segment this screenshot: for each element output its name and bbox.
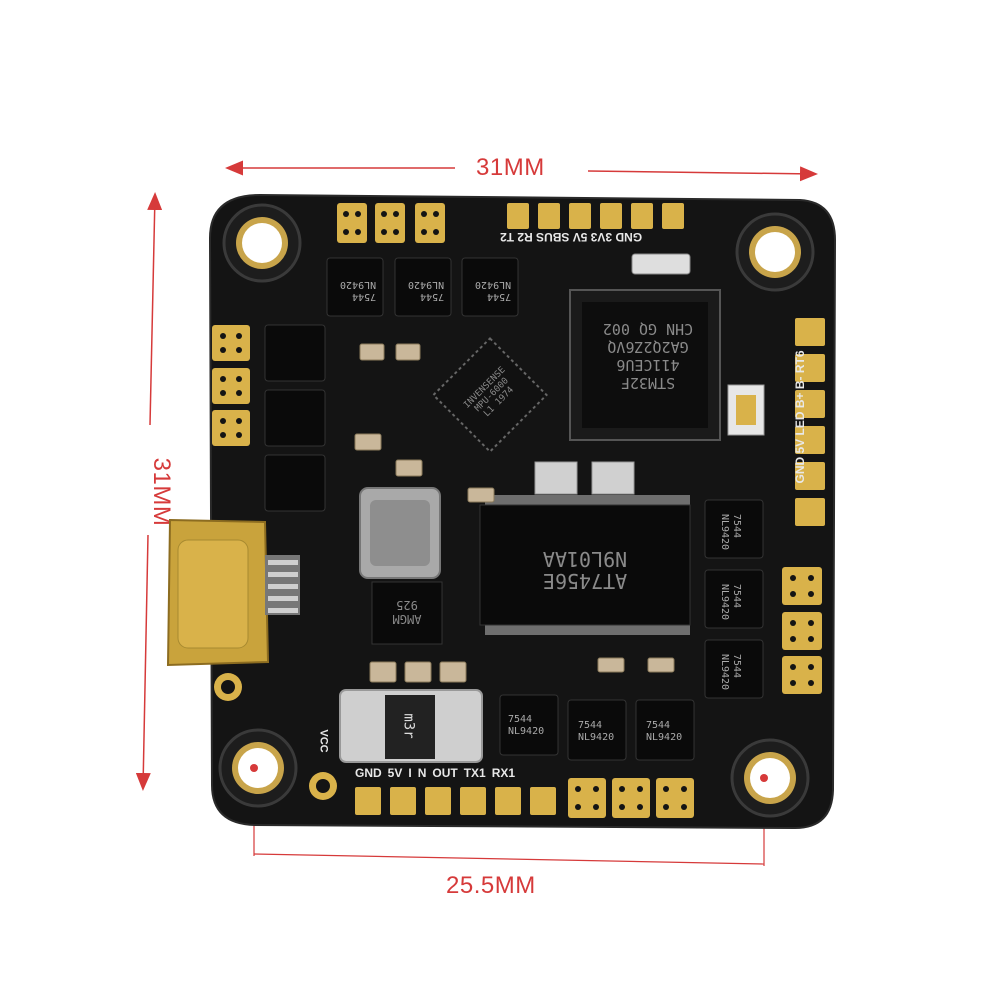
left-solder-pads [212,325,250,446]
pad-label-gnd: GND [355,766,382,780]
mounting-hole-top-left [222,203,302,283]
top-right-solder-pads [507,203,684,229]
mosfet-code: 7544 [578,720,603,731]
mcu-line-1: STM32F [620,374,676,392]
voltage-regulator [371,581,443,645]
mosfet-row-bottom [499,694,695,761]
regulator-line-2: 925 [396,598,418,612]
hole-spacing-horizontal [253,853,765,865]
mosfet-code: 7544 [508,714,533,725]
bottom-spacing-label: 25.5MM [446,872,536,899]
mosfet-part: NL9420 [719,583,731,621]
mosfet-label-right-2: 7544 NL9420 [718,584,742,620]
crystal-oscillator [359,487,441,579]
pad-label-tx1: TX1 [463,766,486,780]
mosfet-code: 7544 [352,291,377,302]
inductor-marking: m3r [400,713,417,739]
mosfet-code: 7544 [646,720,671,731]
top-width-label: 31MM [476,154,545,181]
power-inductor [339,689,483,763]
mosfet-label-top-2: 7544 NL9420 [408,278,444,302]
pad-label-out: OUT [432,766,458,780]
mosfet-column-left [264,324,326,512]
regulator-marking: AMGM 925 [380,598,434,626]
osd-chip [479,495,691,635]
mosfet-code: 7544 [420,291,445,302]
boot-button [727,384,765,436]
mosfet-part: NL9420 [408,279,445,290]
mosfet-label-bottom-3: 7544 NL9420 [646,720,682,744]
right-pad-labels: GND 5V LED B+ B- RT6 [793,350,807,484]
mcu-line-3: GA2Q2Z6VQ [607,338,689,356]
mosfet-part: NL9420 [719,513,731,551]
mosfet-label-bottom-2: 7544 NL9420 [578,720,614,744]
regulator-line-1: AMGM [392,612,422,626]
top-width-arrow-right [587,166,818,182]
mcu-line-2: 411CEU6 [616,356,680,374]
bottom-solder-pads [214,673,694,818]
pad-label-5v: 5V [387,766,403,780]
mounting-hole-bottom-right [730,738,810,818]
mosfet-label-right-3: 7544 NL9420 [718,654,742,690]
capacitors [354,343,675,683]
mosfet-part: NL9420 [719,653,731,691]
mosfet-part: NL9420 [646,732,683,743]
bottom-pad-labels: GND 5V I N OUT TX1 RX1 [355,766,515,780]
small-smd-component [631,253,691,275]
left-height-arrow-up [147,192,163,426]
mcu-line-4: CHN GQ 002 [602,320,694,338]
top-left-solder-pads [337,203,445,243]
top-pad-labels: GND 3V3 5V SBUS R2 T2 [500,230,643,244]
pad-label-n: N [417,766,427,780]
mcu-chip [569,289,721,441]
mosfet-code: 7544 [731,583,743,609]
mosfet-part: NL9420 [578,732,615,743]
mounting-hole-bottom-left [218,728,298,808]
osd-line-1: AT7456E [542,569,628,593]
barometer [534,461,635,495]
mosfet-column-right [704,499,764,699]
osd-line-2: N9L01AA [542,547,628,571]
pad-label-i: I [408,766,412,780]
pad-label-rx1: RX1 [491,766,516,780]
mosfet-label-right-1: 7544 NL9420 [718,514,742,550]
mosfet-label-top-3: 7544 NL9420 [475,278,511,302]
mcu-marking: STM32F 411CEU6 GA2Q2Z6VQ CHN GQ 002 [598,320,698,392]
osd-marking: AT7456E N9L01AA [515,547,655,593]
vcc-label: VCC [317,729,330,753]
right-solder-pads [782,318,825,694]
mounting-hole-top-right [735,212,815,292]
left-height-arrow-down [135,534,151,791]
mosfet-part: NL9420 [340,279,377,290]
mosfet-code: 7544 [731,513,743,539]
mosfet-code: 7544 [731,653,743,679]
mosfet-label-bottom-1: 7544 NL9420 [508,714,544,738]
mosfet-part: NL9420 [508,726,545,737]
mosfet-row-top [326,257,519,317]
mosfet-label-top-1: 7544 NL9420 [340,278,376,302]
mosfet-part: NL9420 [475,279,512,290]
mosfet-code: 7544 [487,291,512,302]
